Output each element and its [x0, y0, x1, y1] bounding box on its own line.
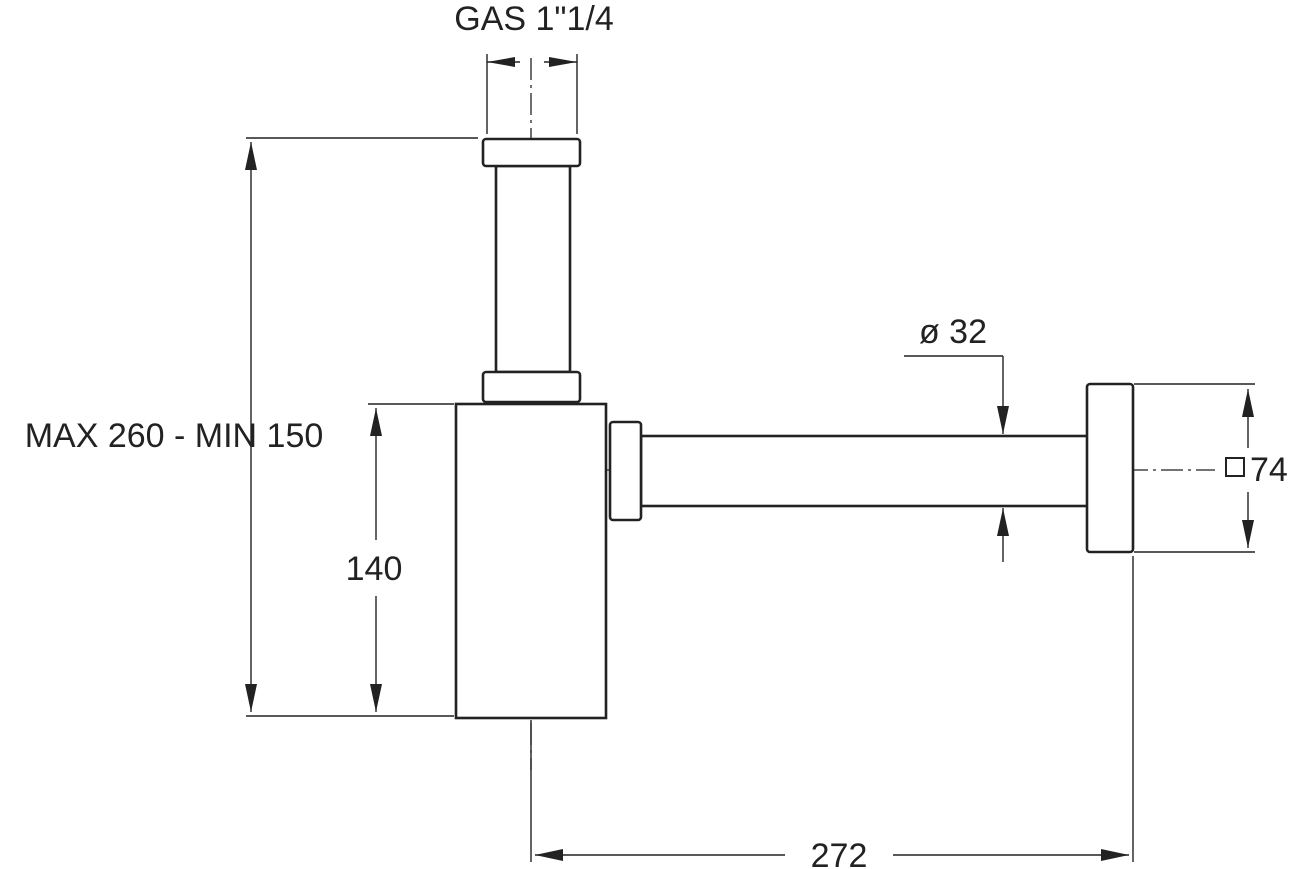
gas-dimension — [487, 57, 577, 67]
vertical-tube — [494, 164, 572, 374]
height-range-dimension — [245, 142, 257, 712]
rosette-size-label: 74 — [1250, 451, 1288, 489]
pipe-diameter-label: ø 32 — [919, 313, 987, 351]
bottle-body — [454, 402, 608, 720]
horizontal-pipe — [639, 434, 1090, 508]
side-nut — [608, 420, 643, 522]
square-symbol-icon — [1225, 457, 1245, 477]
wall-rosette — [1085, 382, 1135, 554]
pipe-diameter-dimension — [904, 355, 1009, 562]
height-range-label: MAX 260 - MIN 150 — [25, 417, 324, 455]
body-height-label: 140 — [346, 550, 403, 588]
extension-lines — [246, 54, 1255, 862]
top-nut — [481, 137, 582, 168]
total-length-dimension — [535, 849, 1129, 861]
total-length-label: 272 — [811, 837, 868, 869]
lower-nut — [481, 370, 582, 404]
rosette-dimension — [1225, 389, 1254, 548]
body-height-dimension — [370, 408, 382, 712]
siphon-parts — [454, 137, 1135, 720]
gas-thread-label: GAS 1"1/4 — [454, 0, 614, 38]
